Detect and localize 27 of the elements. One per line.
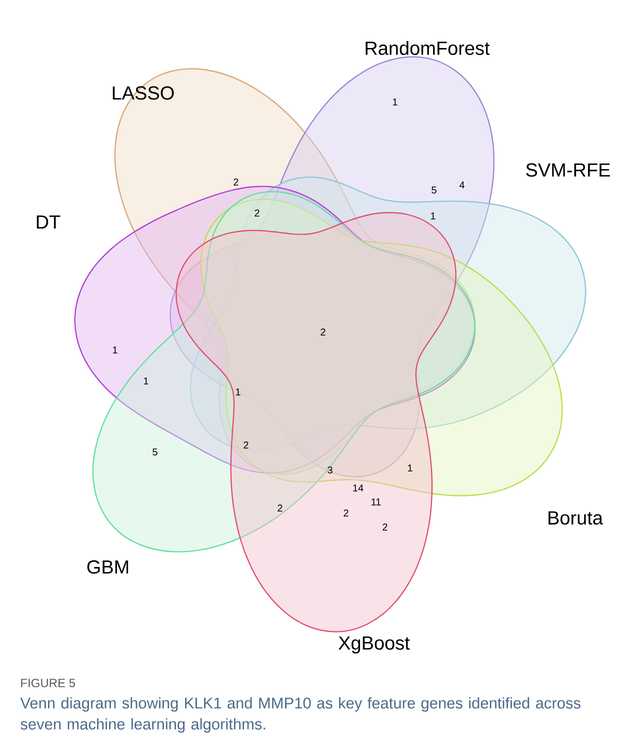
region-count: 5 [152,448,158,456]
node-label: RandomForest [366,41,490,55]
region-count: 2 [278,504,282,512]
node-label: GBM [87,560,128,574]
region-count: 3 [328,466,332,474]
region-count: 2 [344,510,348,516]
node-label: SVM-RFE [526,163,610,177]
region-count: 2 [244,442,248,448]
region-count: 1 [144,378,148,384]
region-count: 2 [254,210,260,216]
region-count: 1 [112,346,118,354]
region-count: 2 [234,178,238,186]
figure-label: FIGURE 5 [21,678,76,688]
node-label: Boruta [548,511,603,525]
node-label: XgBoost [338,636,410,654]
region-count: 2 [320,328,326,336]
region-count: 1 [430,212,436,220]
node-label: DT [36,215,60,229]
caption: Venn diagram showing KLK1 and MMP10 as key feature genes identified across seven machine learning algorithms. [20,697,580,733]
region-count: 1 [236,388,240,396]
region-count: 1 [408,464,412,472]
region-count: 11 [372,498,381,506]
region-count: 1 [392,98,398,106]
region-count: 2 [382,524,388,530]
region-count: 4 [459,182,464,188]
region-count: 5 [432,186,436,194]
region-count: 14 [353,484,364,492]
